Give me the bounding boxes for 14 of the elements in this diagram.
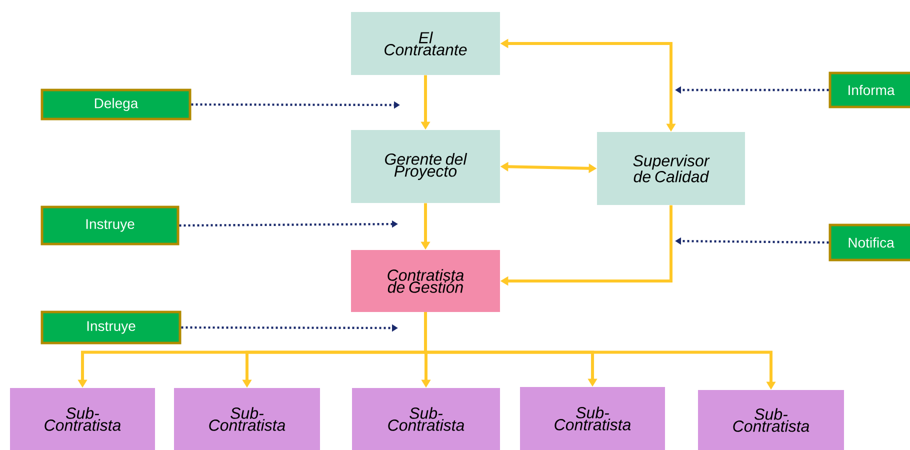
action-box: Instruye	[40, 310, 182, 344]
process-box: Sub- Contratista	[174, 388, 320, 450]
process-box: Contratista de Gestión	[351, 250, 500, 312]
process-box: Sub- Contratista	[698, 390, 844, 450]
action-box: Instruye	[40, 206, 180, 246]
action-box: Informa	[828, 72, 910, 108]
process-box: Supervisor de Calidad	[597, 132, 745, 205]
process-box: Sub- Contratista	[352, 388, 500, 450]
action-box: Delega	[40, 88, 192, 120]
process-box: El Contratante	[351, 12, 500, 75]
process-box: Sub- Contratista	[10, 388, 155, 450]
process-box: Sub- Contratista	[520, 387, 665, 450]
process-box: Gerente del Proyecto	[351, 130, 500, 203]
action-box: Notifica	[828, 224, 910, 262]
